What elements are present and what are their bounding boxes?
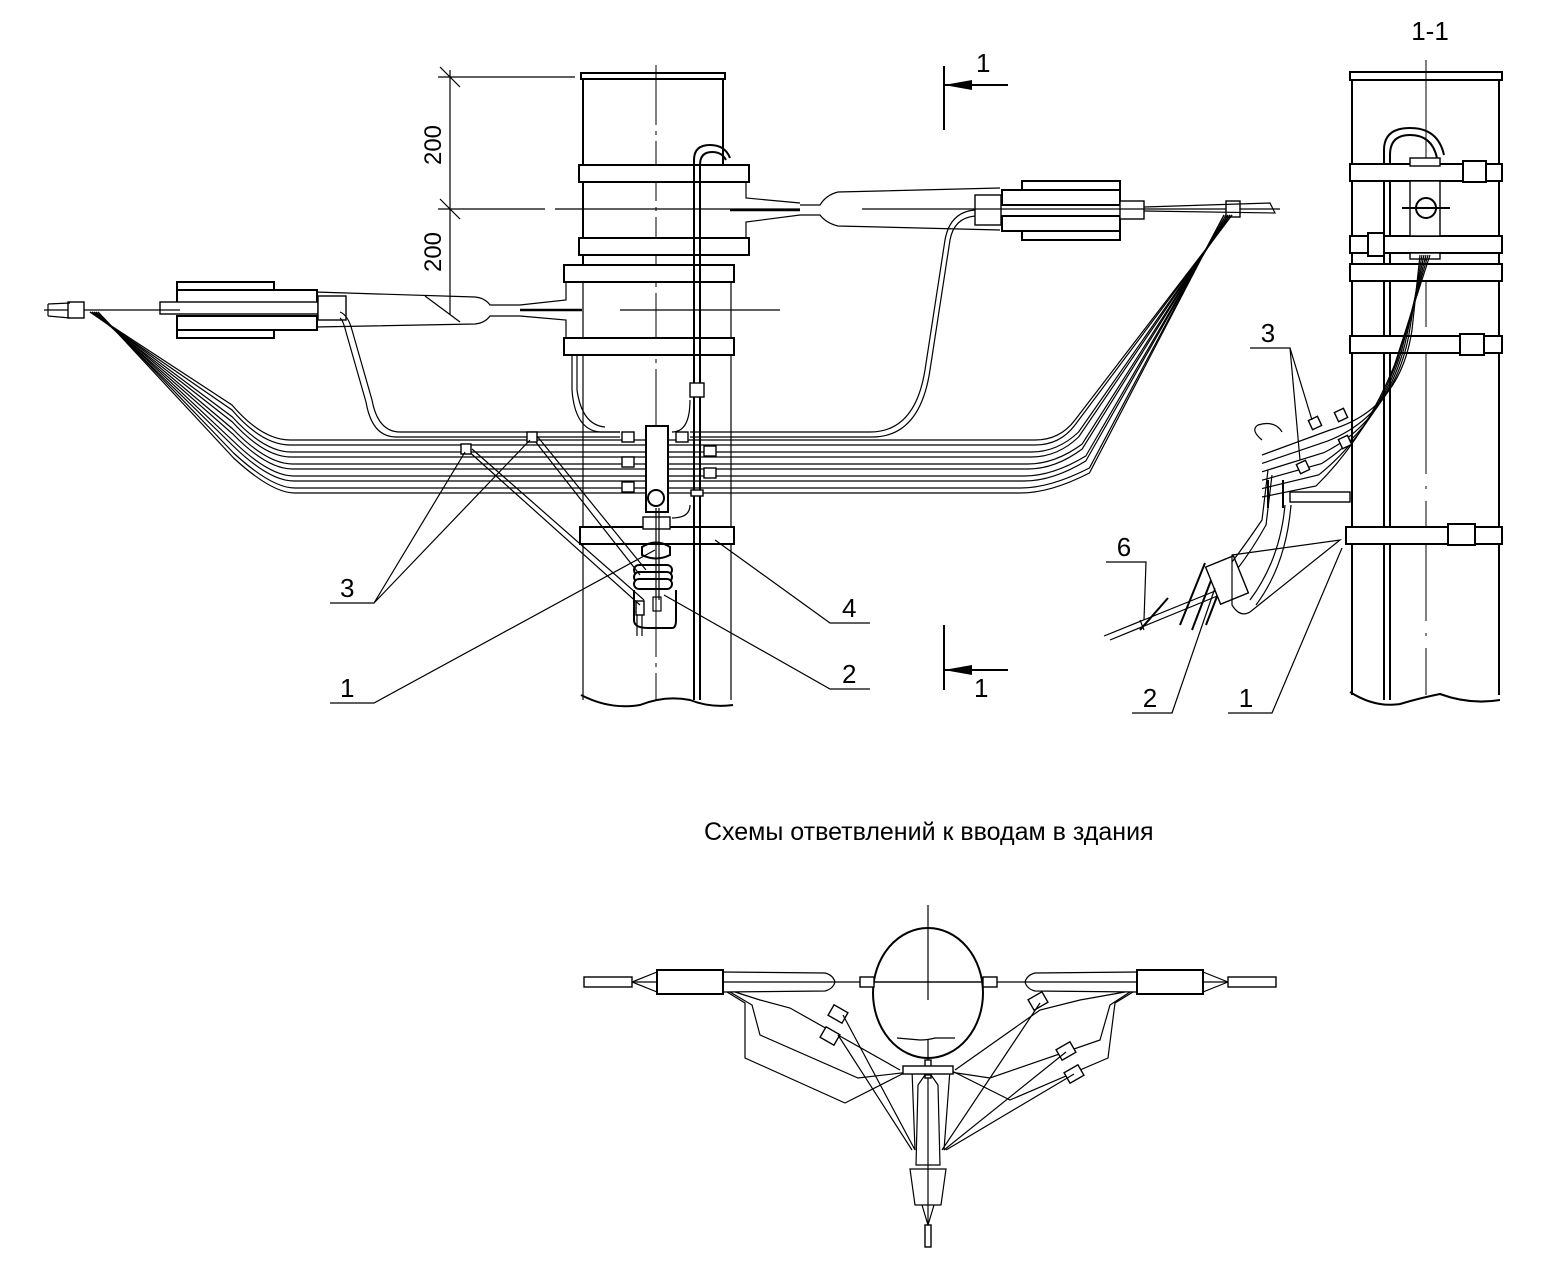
pole-band-4: [563, 337, 735, 356]
section-insulator-assembly: [1103, 469, 1343, 641]
branch-conductor-left: [339, 311, 620, 433]
section-cable-spacer: [1295, 459, 1311, 475]
down-conductor: [693, 143, 731, 500]
section-cable-spacer: [1307, 415, 1323, 431]
front-pole: [519, 65, 801, 708]
cable-conductor: [89, 214, 1233, 441]
callout-section-1: 1: [1239, 683, 1253, 713]
lower-tension-clamp: [44, 281, 520, 339]
callout-front-1: 1: [340, 673, 354, 703]
callout-front-2: 2: [842, 659, 856, 689]
section-marker-bottom: 1: [943, 625, 1008, 703]
cable-conductor: [89, 214, 1233, 446]
insulator: [633, 541, 677, 636]
section-cable-loop: [1254, 422, 1283, 441]
junction-block: [571, 355, 717, 636]
cable-conductor: [93, 214, 1229, 470]
callout-section-3: 3: [1261, 318, 1275, 348]
cable-conductor: [93, 214, 1229, 465]
pole-band-3: [563, 264, 735, 283]
pole-band-2: [578, 237, 750, 256]
section-cable-bundle: [1254, 254, 1431, 498]
plan-clamp-left: [656, 969, 724, 995]
callout-section-6: 6: [1117, 532, 1131, 562]
drawing-caption: Схемы ответвлений к вводам в здания: [704, 818, 1154, 846]
cable-conductor: [91, 214, 1231, 453]
branch-conductor-right: [690, 209, 976, 433]
cable-tie-right: [1225, 200, 1241, 218]
callout-front-3: 3: [340, 573, 354, 603]
section-cable-spacer: [1337, 434, 1353, 450]
branch-conductor-left: [339, 317, 620, 438]
pole-break-line: [580, 694, 734, 708]
section-marker-top-label: 1: [976, 48, 990, 78]
section-marker-bottom-label: 1: [974, 673, 988, 703]
section-title: 1-1: [1411, 16, 1449, 46]
callout-front-4: 4: [842, 593, 856, 623]
dimension-lower: 200: [420, 232, 447, 272]
section-marker-top: 1: [943, 48, 1008, 130]
section-callouts: 3 6 2 1: [1106, 318, 1343, 714]
cable-conductor: [91, 214, 1231, 458]
drop-wires: [460, 431, 647, 606]
dimension-lines: 200 200: [420, 66, 800, 315]
section-cable-conductor: [1261, 254, 1421, 456]
upper-tension-clamp: [800, 180, 1280, 241]
branch-conductor-right: [690, 215, 976, 438]
pole-top-cap: [580, 72, 726, 80]
pole-band-1: [578, 164, 750, 183]
section-view: 1-1: [1289, 16, 1503, 706]
cable-bundle: [89, 209, 1233, 494]
section-cable-spacer: [1333, 407, 1349, 423]
section-cable-conductor: [1261, 254, 1431, 498]
cable-tie-left: [67, 301, 85, 319]
callout-section-2: 2: [1143, 683, 1157, 713]
front-callouts: 3 1 4 2: [330, 439, 870, 704]
plan-insulator: [909, 1168, 947, 1206]
dimension-upper: 200: [420, 125, 447, 165]
plan-schematic: [583, 905, 1277, 1248]
section-break-line: [1349, 691, 1501, 706]
plan-clamp-right: [1136, 969, 1204, 995]
